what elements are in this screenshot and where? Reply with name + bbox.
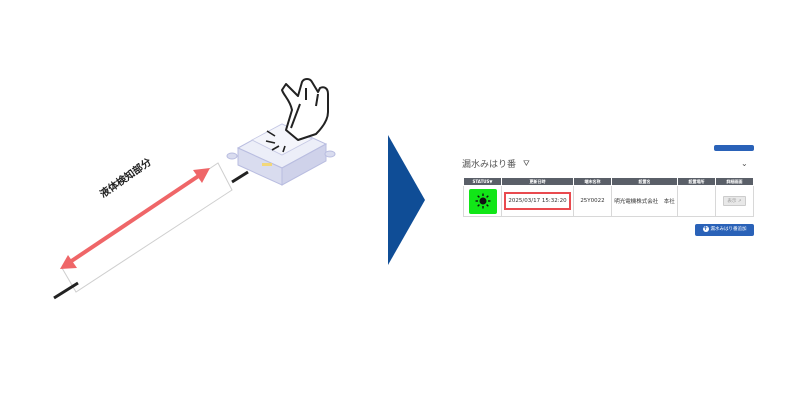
external-link-icon: ↗: [737, 199, 742, 204]
location-cell: [677, 185, 716, 217]
header-install-name: 設置名: [611, 177, 678, 186]
chevron-down-icon[interactable]: ⌄: [741, 159, 748, 168]
header-location: 設置場所: [677, 177, 716, 186]
device-table: STATUS▼ 更新日時 端末名称 設置名 設置場所 詳細画面: [463, 177, 754, 217]
install-name-cell: 明光電機株式会社 本社: [611, 185, 678, 217]
measure-arrowhead-left: [60, 255, 77, 269]
table-row: 2025/03/17 15:32:20 25Y0022 明光電機株式会社 本社 …: [463, 185, 754, 217]
detail-cell: 表示 ↗: [715, 185, 754, 217]
page-title: 漏水みはり番: [462, 160, 517, 170]
press-burst-icon: [265, 130, 286, 153]
header-device-name: 端末名称: [573, 177, 612, 186]
device-illustration: [53, 78, 336, 300]
sensor-cable-strip: [61, 162, 233, 293]
add-device-button[interactable]: +漏水みはり番追加: [695, 224, 754, 236]
hand-pointer-icon: [281, 78, 329, 141]
cable-end-right: [231, 170, 249, 184]
status-badge: [468, 188, 497, 214]
plus-circle-icon: +: [702, 224, 709, 232]
table-header-row: STATUS▼ 更新日時 端末名称 設置名 設置場所 詳細画面: [463, 177, 754, 186]
status-cell: [463, 185, 502, 217]
sun-status-icon: [475, 193, 490, 208]
measure-arrowhead-right: [193, 168, 210, 183]
header-status[interactable]: STATUS▼: [463, 177, 502, 186]
detail-button[interactable]: 表示 ↗: [723, 196, 746, 206]
updated-at-value: 2025/03/17 15:32:20: [504, 192, 571, 210]
header-detail: 詳細画面: [715, 177, 754, 186]
top-action-button[interactable]: [714, 145, 754, 151]
header-updated-at: 更新日時: [501, 177, 574, 186]
cable-end-left: [53, 281, 79, 300]
measure-line: [68, 173, 202, 264]
filter-icon[interactable]: ⛛: [523, 159, 530, 168]
updated-at-cell: 2025/03/17 15:32:20: [501, 185, 574, 217]
detail-button-label: 表示: [727, 199, 737, 204]
add-device-button-label: 漏水みはり番追加: [710, 227, 747, 232]
device-name-cell: 25Y0022: [573, 185, 612, 217]
app-panel: 漏水みはり番 ⛛ ⌄ STATUS▼ 更新日時 端末名称 設置名 設置場所 詳細…: [460, 140, 760, 250]
